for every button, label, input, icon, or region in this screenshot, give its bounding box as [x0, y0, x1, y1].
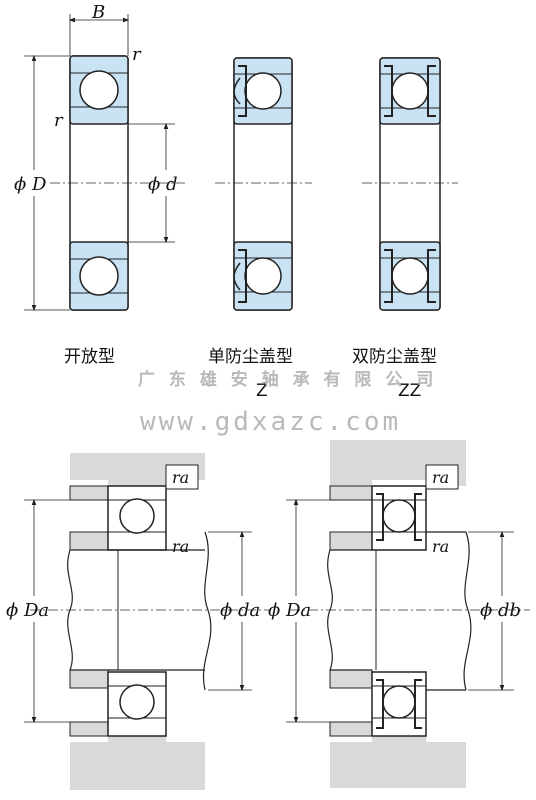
label-phi-da-left: ϕ da — [220, 600, 260, 621]
dimension-phi-Da-right: ϕ Da — [268, 498, 330, 724]
label-ra-box-right: ra — [432, 468, 449, 487]
label-ra-inner-left: ra — [172, 537, 189, 556]
label-ra-box-left: ra — [172, 468, 189, 487]
dimension-phi-D: ϕ D — [14, 54, 70, 312]
watermark-url: www.gdxazc.com — [140, 407, 401, 437]
dimension-phi-da-left: ϕ da — [208, 530, 260, 692]
label-r-left: r — [54, 110, 64, 131]
caption-open-type: 开放型 — [64, 347, 115, 367]
label-phi-Da-left: ϕ Da — [6, 600, 49, 621]
caption-double-shield: 双防尘盖型 — [352, 347, 437, 367]
label-phi-D: ϕ D — [14, 174, 47, 195]
label-phi-Da-right: ϕ Da — [268, 600, 311, 621]
mounting-open-bearing — [30, 453, 270, 790]
label-ra-inner-right: ra — [432, 537, 449, 556]
caption-single-shield: 单防尘盖型 — [208, 347, 293, 367]
label-r-top: r — [132, 44, 142, 65]
mounting-shield-bearing — [290, 440, 530, 788]
label-phi-d: ϕ d — [148, 174, 178, 195]
dimension-B: B r r — [54, 2, 142, 131]
caption-single-shield-code: Z — [256, 381, 268, 401]
watermark-company: 广 东 雄 安 轴 承 有 限 公 司 — [138, 369, 437, 390]
label-B: B — [91, 2, 105, 23]
double-shield-bearing — [362, 57, 458, 311]
label-phi-db-right: ϕ db — [480, 600, 521, 621]
dimension-phi-d: ϕ d — [128, 122, 178, 244]
caption-double-shield-code: ZZ — [398, 381, 421, 401]
open-type-bearing — [50, 55, 185, 311]
single-shield-bearing — [215, 57, 312, 311]
dimension-phi-Da-left: ϕ Da — [6, 498, 70, 724]
dimension-phi-db-right: ϕ db — [468, 530, 521, 692]
